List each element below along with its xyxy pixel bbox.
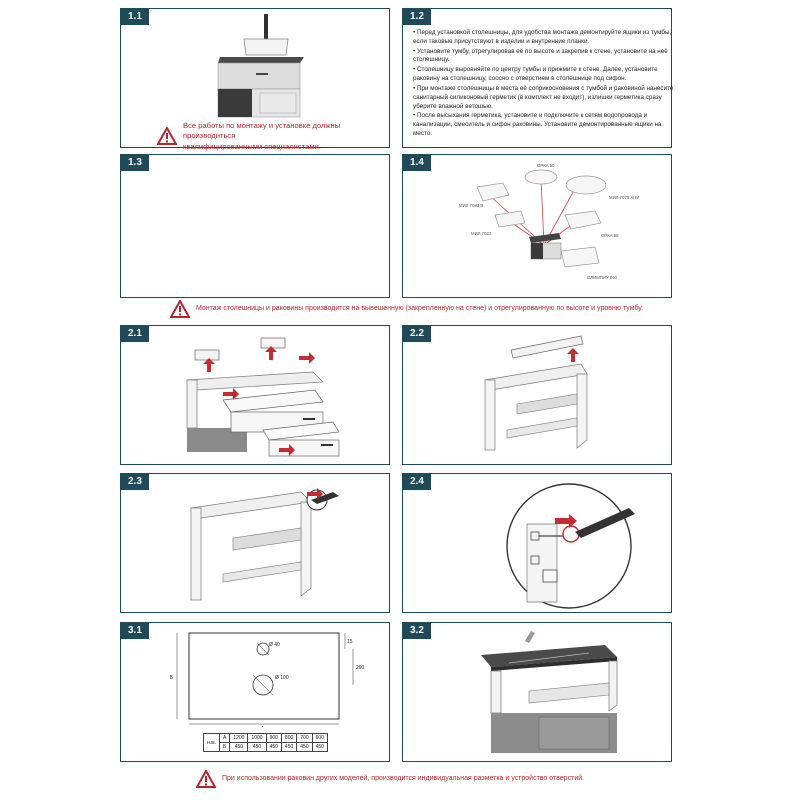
- warning-other-sink-models: При использовании раковин других моделей…: [196, 770, 716, 788]
- table-row: н.м. А 1200 1000 900 800 700 600: [203, 733, 328, 752]
- installed-countertop-illustration: [481, 631, 618, 753]
- right-dimension: 290: [356, 665, 365, 671]
- row-head: н.м.: [203, 733, 220, 752]
- warning-line-1: Все работы по монтажу и установке должны…: [183, 121, 341, 141]
- instruction-item: • Перед установкой столешницы, для удобс…: [413, 29, 672, 45]
- step-panel-2-1: 2.1: [120, 325, 390, 465]
- hole-large-label: Ø 100: [275, 675, 289, 681]
- step-panel-3-1: 3.1 Ø 40 Ø 100 15 290 Б А н.м. А 1200 10…: [120, 622, 390, 762]
- step-number: 2.3: [120, 473, 149, 490]
- warning-text: При использовании раковин других моделей…: [222, 775, 585, 783]
- step-number: 1.3: [120, 154, 149, 171]
- step-number: 1.4: [402, 154, 431, 171]
- step-number: 1.2: [402, 8, 431, 25]
- hole-small-label: Ø 40: [269, 642, 280, 648]
- installation-instructions: • Перед установкой столешницы, для удобс…: [413, 29, 675, 140]
- compatible-sinks-illustration: ОРКА 50 МИЛ 7079 АНИ МИЛ 7083 В МИЛ 7022…: [459, 163, 640, 280]
- countertop-cutout-drawing: Ø 40 Ø 100 15 290 Б А: [170, 632, 365, 727]
- step-panel-2-2: 2.2: [402, 325, 672, 465]
- sink-label: МИЛ 7022: [471, 231, 492, 236]
- size-table: н.м. А 1200 1000 900 800 700 600 Б 450 4…: [203, 733, 328, 752]
- depth-label: Б: [170, 675, 174, 681]
- step-number: 2.1: [120, 325, 149, 342]
- warning-line-2: квалифицированными специалистами.: [183, 141, 321, 151]
- instruction-item: • Столешницу выровняйте по центру тумбы …: [413, 66, 658, 83]
- remove-drawers-illustration: [186, 337, 340, 457]
- warning-icon: [170, 300, 190, 318]
- step-panel-1-3: 1.3: [120, 154, 390, 298]
- step-number: 3.2: [402, 622, 431, 639]
- table-row: Б 450 450 450 450 450 450: [204, 742, 328, 752]
- step-number: 2.4: [402, 473, 431, 490]
- sink-label: ОЛИМПИУ 060: [587, 275, 618, 280]
- warning-text: Монтаж столешницы и раковины производитс…: [196, 305, 644, 313]
- step-number: 1.1: [120, 8, 149, 25]
- warning-qualified-specialists: Все работы по монтажу и установке должны…: [157, 121, 387, 152]
- cabinet-fastening-illustration: [190, 488, 339, 601]
- width-label: А: [261, 726, 265, 727]
- step-panel-1-2: 1.2 • Перед установкой столешницы, для у…: [402, 8, 675, 148]
- step-number: 3.1: [120, 622, 149, 639]
- cabinet-with-sink-illustration: [217, 14, 304, 118]
- instruction-item: • После высыхания герметика, установите …: [413, 112, 662, 137]
- step-panel-2-3: 2.3: [120, 473, 390, 613]
- step-panel-2-4: 2.4: [402, 473, 672, 613]
- step-number: 2.2: [402, 325, 431, 342]
- warning-icon: [196, 770, 216, 788]
- top-dimension: 15: [347, 639, 353, 645]
- step-panel-1-4: 1.4 ОРКА 50 МИЛ 7079 АНИ МИЛ 7083 В МИЛ …: [402, 154, 672, 298]
- instruction-item: • При монтаже столешницы в места её сопр…: [413, 84, 674, 110]
- warning-mounting-on-hung-cabinet: Монтаж столешницы и раковины производитс…: [170, 300, 730, 318]
- screw-detail-illustration: [506, 483, 635, 609]
- sink-label: МИЛ 7083 В: [459, 203, 483, 208]
- sink-label: МИЛ 7079 АНИ: [609, 195, 640, 200]
- instruction-item: • Установите тумбу, отрегулировав её по …: [413, 47, 668, 64]
- sink-label: ОРКА 50: [537, 163, 555, 168]
- step-panel-1-1: 1.1 Все работы по монтажу и установке до…: [120, 8, 390, 151]
- sink-label: ОРКА 58: [601, 233, 619, 238]
- warning-icon: [157, 127, 177, 146]
- cabinet-frame-illustration: [484, 335, 588, 451]
- step-panel-3-2: 3.2: [402, 622, 672, 762]
